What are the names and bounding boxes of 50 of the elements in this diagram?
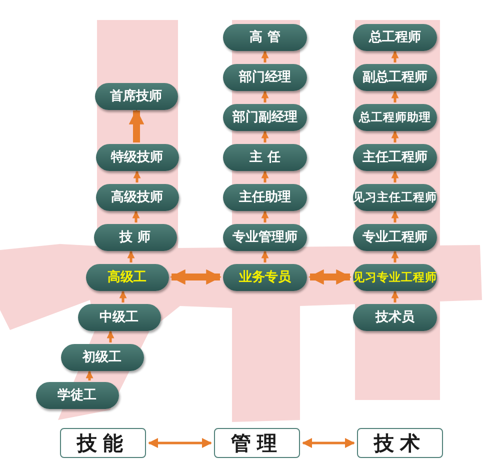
arrow [391, 90, 399, 102]
career-level-pill: 部门副经理 [223, 104, 307, 130]
arrow [391, 250, 399, 262]
career-level-pill: 专业工程师 [353, 224, 437, 250]
arrow [86, 370, 94, 380]
career-level-pill: 初级工 [60, 344, 144, 370]
arrow [391, 290, 399, 302]
career-level-pill: 部门经理 [223, 64, 307, 90]
arrow [391, 170, 399, 182]
category-box: 技能 [60, 428, 146, 458]
arrow [132, 210, 140, 222]
arrow [391, 210, 399, 222]
arrow [261, 50, 269, 62]
career-level-pill: 技术员 [353, 304, 437, 330]
career-level-pill: 技 师 [94, 224, 176, 250]
career-level-pill: 副总工程师 [353, 64, 437, 90]
arrow [106, 330, 114, 342]
category-box: 管理 [214, 428, 300, 458]
arrow [391, 130, 399, 142]
career-level-pill: 主 任 [223, 144, 307, 170]
arrow [391, 50, 399, 62]
career-level-pill: 高 管 [223, 24, 307, 50]
category-box: 技术 [357, 428, 443, 458]
career-level-pill: 高级工 [86, 264, 168, 290]
arrow [261, 130, 269, 142]
career-level-pill: 主任工程师 [353, 144, 437, 170]
career-level-pill: 见习主任工程师 [353, 184, 437, 210]
career-level-pill: 见习专业工程师 [353, 264, 437, 290]
double-arrow [148, 438, 212, 448]
double-arrow [308, 269, 352, 285]
career-level-pill: 高级技师 [96, 184, 178, 210]
arrow [127, 250, 135, 262]
arrow [128, 108, 144, 142]
arrow [261, 90, 269, 102]
career-level-pill: 专业管理师 [223, 224, 307, 250]
arrow [261, 170, 269, 182]
career-level-pill: 总工程师 [353, 24, 437, 50]
career-level-pill: 业务专员 [223, 264, 307, 290]
career-level-pill: 特级技师 [96, 144, 178, 170]
double-arrow [302, 438, 355, 448]
arrow [133, 170, 141, 182]
arrow [261, 250, 269, 262]
arrow [261, 210, 269, 222]
career-level-pill: 中级工 [78, 304, 160, 330]
career-level-pill: 首席技师 [94, 82, 178, 110]
career-level-pill: 主任助理 [223, 184, 307, 210]
career-level-pill: 总工程师助理 [353, 104, 437, 130]
double-arrow [170, 269, 222, 285]
career-level-pill: 学徒工 [36, 382, 118, 408]
arrow [119, 290, 127, 302]
